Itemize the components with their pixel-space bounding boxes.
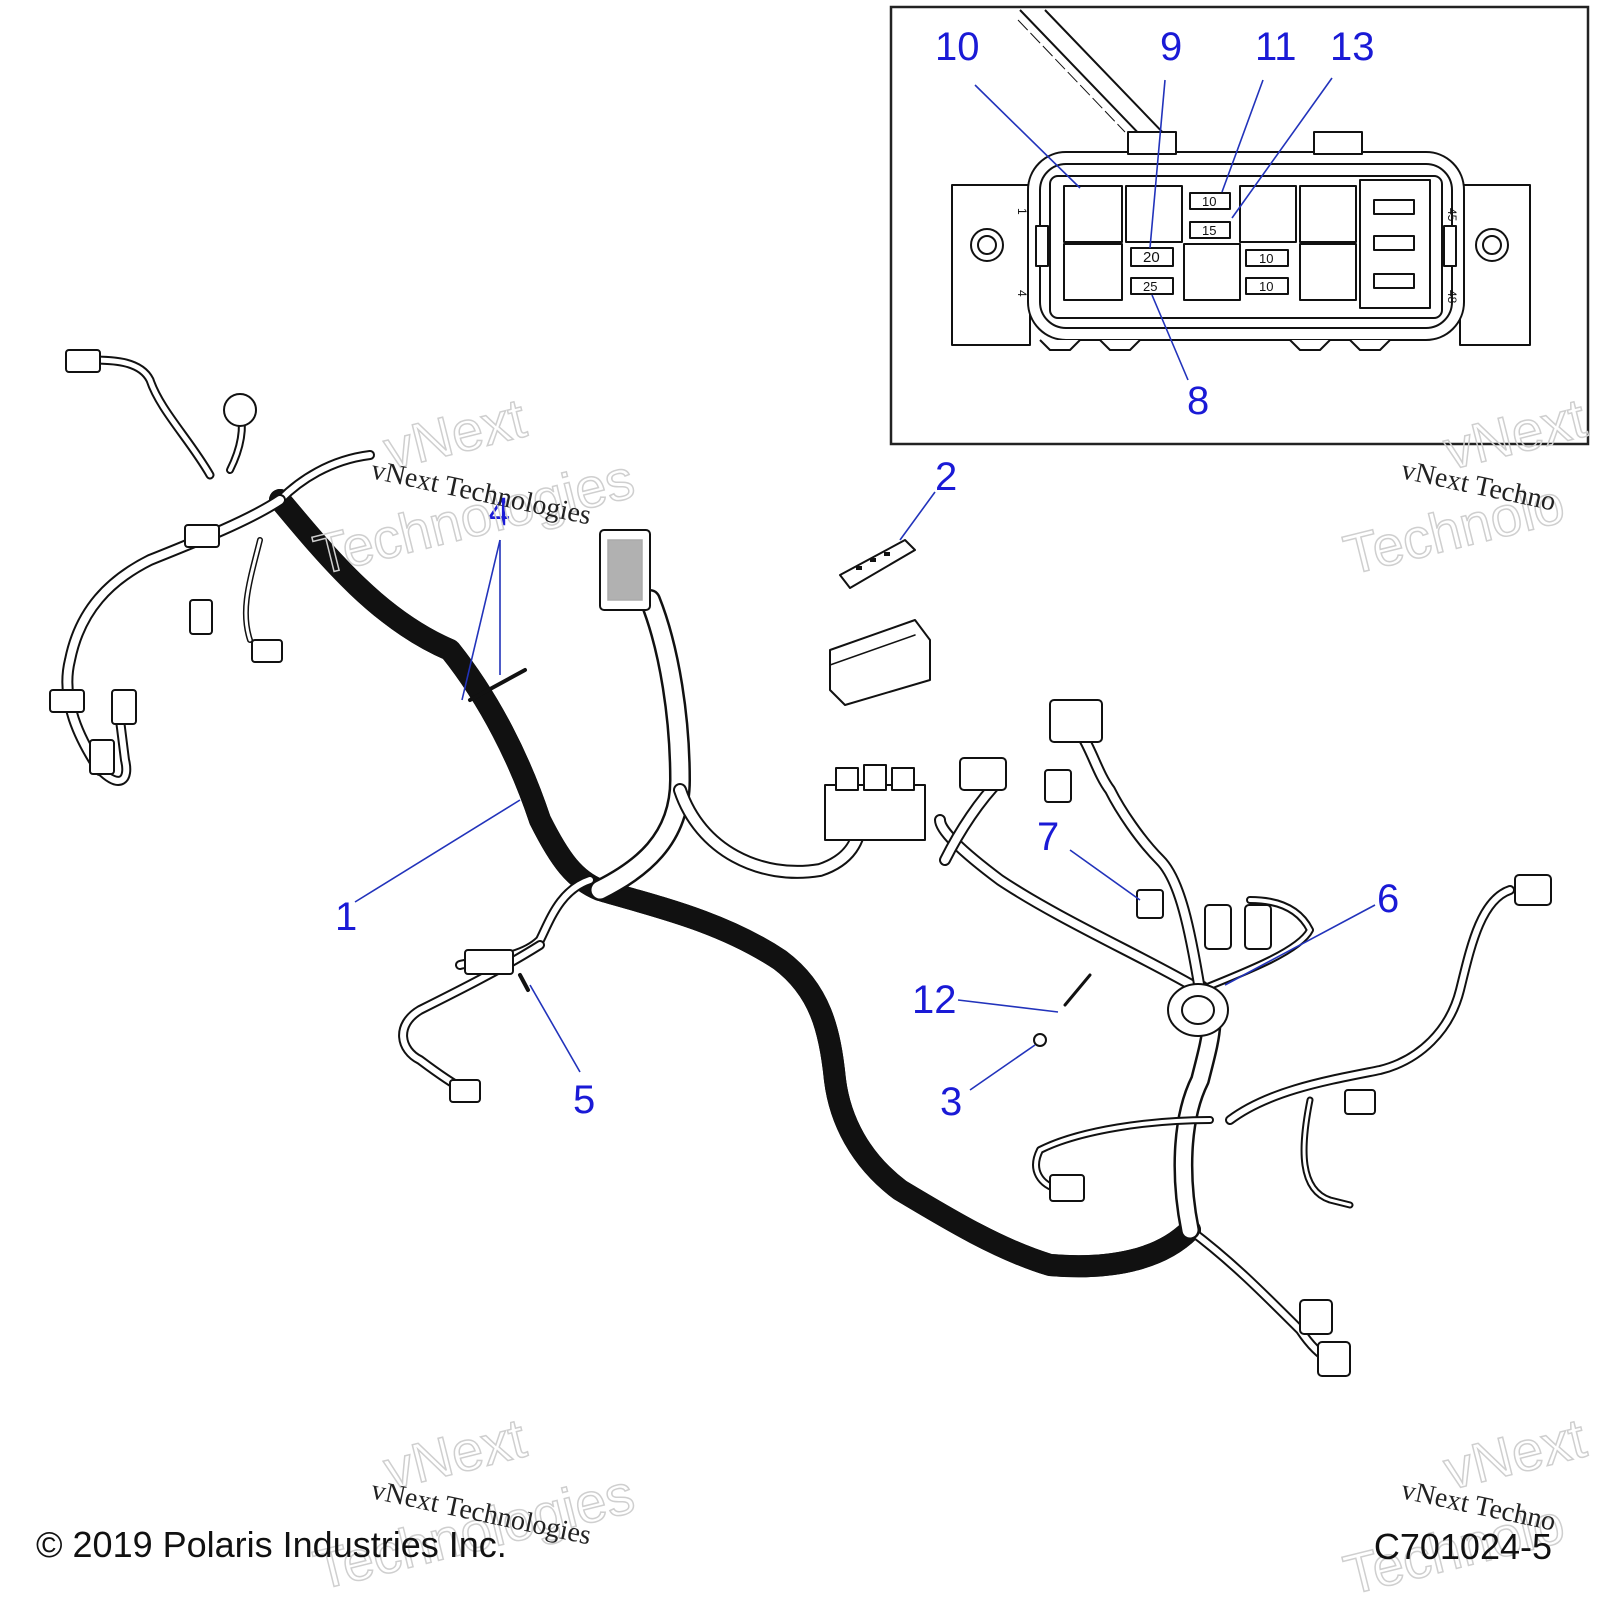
relay-socket	[1063, 185, 1123, 243]
callout-11: 11	[1255, 25, 1297, 69]
fuse-box-cover	[829, 619, 931, 706]
fuse-label-sticker	[839, 539, 916, 589]
pin-label: 1	[1015, 208, 1029, 215]
callout-4: 4	[488, 490, 510, 534]
connector	[1317, 1341, 1351, 1377]
connector	[1514, 874, 1552, 906]
connector	[65, 349, 101, 373]
nut	[1033, 1033, 1047, 1047]
connector	[189, 599, 213, 635]
ground-wire	[1063, 973, 1092, 1007]
callout-3: 3	[940, 1080, 962, 1124]
connector	[1044, 769, 1072, 803]
copyright-notice: © 2019 Polaris Industries Inc.	[36, 1524, 507, 1565]
relay-socket	[1239, 185, 1297, 243]
relay-socket	[1299, 243, 1357, 301]
relay-socket	[1063, 243, 1123, 301]
fuse-rating: 25	[1143, 279, 1157, 294]
connector	[49, 689, 85, 713]
callout-10: 10	[935, 25, 980, 69]
relay-socket	[1299, 185, 1357, 243]
callout-labels: 1 2 3 4 5 6 7 8 9 10 11 12 13	[335, 25, 1399, 1124]
harness-connectors	[49, 349, 1552, 1377]
fuse-box-assembly	[824, 784, 926, 841]
callout-1: 1	[335, 895, 357, 939]
callout-5: 5	[573, 1078, 595, 1122]
pin-label: 4	[1015, 290, 1029, 297]
callout-7: 7	[1037, 815, 1059, 859]
fuse-rating: 20	[1143, 249, 1160, 266]
connector	[89, 739, 115, 775]
callout-leaders	[354, 77, 1376, 1091]
fuse-rating: 10	[1202, 194, 1216, 209]
connector	[449, 1079, 481, 1103]
connector	[1049, 1174, 1085, 1202]
callout-12: 12	[912, 978, 957, 1022]
callout-2: 2	[935, 455, 957, 499]
cable-tie	[468, 668, 527, 702]
connector	[111, 689, 137, 725]
relay	[1136, 889, 1164, 919]
fuse-rating: 10	[1259, 279, 1273, 294]
connector	[1344, 1089, 1376, 1115]
connector	[1049, 699, 1103, 743]
callout-13: 13	[1330, 25, 1375, 69]
connector	[1299, 1299, 1333, 1335]
relay-socket	[1183, 243, 1241, 301]
fuse-rating: 10	[1259, 251, 1273, 266]
ecu-connector	[599, 529, 651, 611]
horn-connector	[223, 393, 257, 427]
callout-9: 9	[1160, 25, 1182, 69]
connector	[464, 949, 514, 975]
drawing-number: C701024-5	[1373, 1526, 1552, 1567]
main-harness	[61, 355, 1515, 1365]
callout-8: 8	[1187, 379, 1209, 423]
callout-6: 6	[1377, 877, 1399, 921]
connector	[184, 524, 220, 548]
fuse-box-inset: 10 15 20 25 10 10 1 4 45 48	[889, 5, 1590, 446]
connector	[251, 639, 283, 663]
pin-label: 48	[1445, 290, 1459, 304]
fuse-rating: 15	[1202, 223, 1216, 238]
connector	[1204, 904, 1232, 950]
pin-label: 45	[1445, 208, 1459, 222]
relay-socket	[1125, 185, 1183, 243]
connector	[1244, 904, 1272, 950]
connector	[959, 757, 1007, 791]
